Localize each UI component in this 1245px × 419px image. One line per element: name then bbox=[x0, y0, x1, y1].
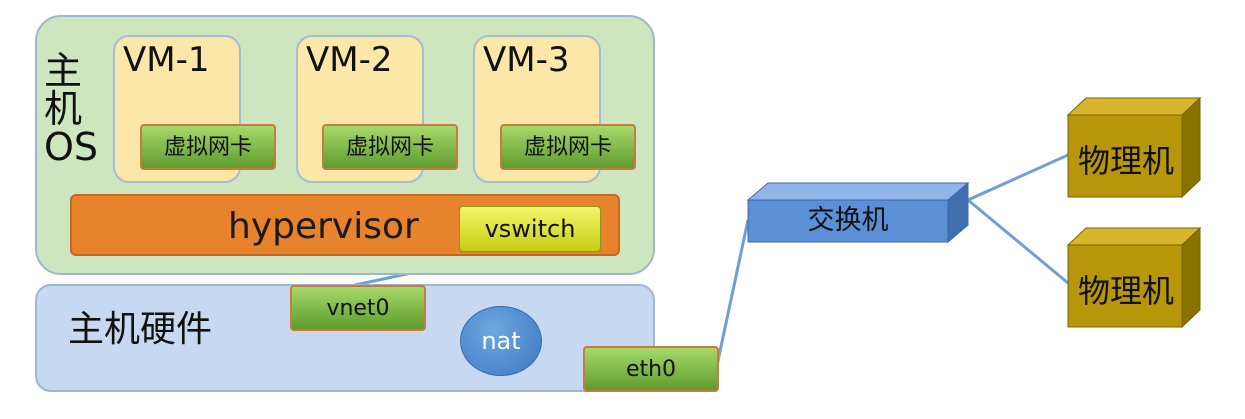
eth0-box: eth0 bbox=[583, 346, 719, 392]
hypervisor-label: hypervisor bbox=[228, 206, 419, 247]
vm-2-title: VM-2 bbox=[306, 40, 393, 80]
host-os-label: 主 机 OS bbox=[44, 52, 98, 166]
link-eth0-switch bbox=[714, 219, 750, 371]
vm-1-title: VM-1 bbox=[123, 40, 210, 80]
physical-machine-2-label: 物理机 bbox=[1077, 272, 1174, 310]
host-os-label-line: OS bbox=[44, 125, 99, 169]
host-hardware-label: 主机硬件 bbox=[68, 309, 213, 350]
link-switch-pm1 bbox=[967, 153, 1069, 202]
host-os-label-line: 机 bbox=[44, 87, 83, 131]
vm-1-nic: 虚拟网卡 bbox=[140, 124, 276, 170]
vm-3-nic: 虚拟网卡 bbox=[500, 124, 636, 170]
link-switch-pm2 bbox=[967, 198, 1069, 285]
vm-2-nic: 虚拟网卡 bbox=[322, 124, 458, 170]
switch-label: 交换机 bbox=[807, 205, 889, 236]
host-os-label-line: 主 bbox=[44, 49, 83, 93]
physical-machine-1-label: 物理机 bbox=[1077, 142, 1174, 180]
vswitch-box: vswitch bbox=[459, 206, 601, 252]
nat-circle: nat bbox=[460, 306, 542, 376]
vm-3-title: VM-3 bbox=[483, 40, 570, 80]
vnet0-box: vnet0 bbox=[290, 285, 426, 331]
